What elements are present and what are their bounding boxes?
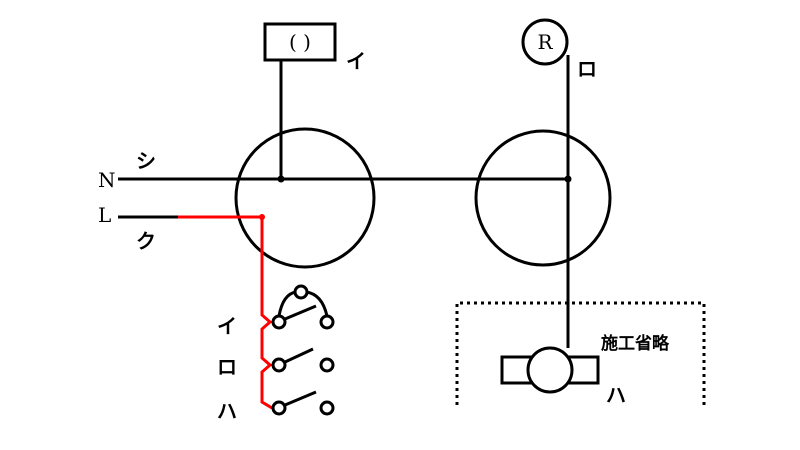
live-label: L <box>98 203 111 227</box>
switch-label-ro: ロ <box>217 355 237 379</box>
switch-terminal <box>319 314 335 330</box>
switch-terminal <box>319 400 335 416</box>
live-junction-dot <box>259 214 265 220</box>
ceiling-fixture <box>263 22 337 62</box>
switch-terminal <box>271 400 287 416</box>
pilot-lamp-terminal <box>293 284 309 300</box>
omitted-area-border <box>455 301 706 405</box>
switch-label-i: イ <box>217 314 237 338</box>
lamp-label-ha: ハ <box>606 383 626 407</box>
fixture-box-label: ( ) <box>289 30 311 54</box>
switch-terminal <box>271 357 287 373</box>
receptacle-symbol <box>521 18 569 66</box>
neutral-label: N <box>98 168 116 192</box>
junction-box-left <box>234 127 376 269</box>
label-ro: ロ <box>577 57 597 81</box>
switch-label-ha: ハ <box>217 399 237 423</box>
switch-terminal <box>271 314 287 330</box>
omitted-label: 施工省略 <box>601 333 670 354</box>
lamp-symbol <box>526 346 574 394</box>
fixture-label-i: イ <box>346 49 366 73</box>
receptacle-label: R <box>537 30 553 54</box>
switch-terminal <box>319 357 335 373</box>
switch-group <box>271 284 335 416</box>
wire-label-ku: ク <box>136 229 156 253</box>
live-wire-red <box>178 215 273 410</box>
junction-box-right <box>474 129 612 267</box>
wire-label-shi: シ <box>136 149 156 173</box>
